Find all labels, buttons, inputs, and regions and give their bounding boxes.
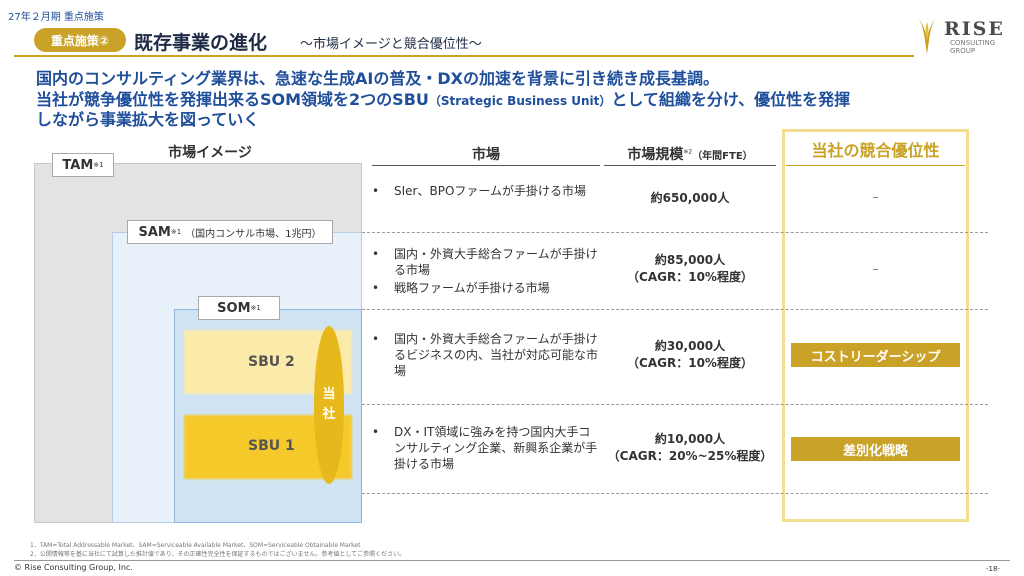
company-oval: 当 社 — [314, 326, 344, 484]
row-2-advantage: – — [872, 262, 879, 276]
row-divider — [362, 493, 988, 494]
differentiation-badge: 差別化戦略 — [791, 437, 960, 461]
row-2-market: 国内・外資大手総合ファームが手掛ける市場 戦略ファームが手掛ける市場 — [372, 246, 600, 298]
list-item: 戦略ファームが手掛ける市場 — [372, 280, 600, 296]
som-label: SOM※1 — [198, 296, 280, 320]
footnote-2: 2．公開情報等を基に当社にて試算した推計値であり、その正確性完全性を保証するもの… — [30, 551, 406, 558]
headline-line-2: 当社が競争優位性を発揮出来るSOM領域を2つのSBU（Strategic Bus… — [36, 90, 851, 109]
footer-rule — [14, 560, 1010, 561]
advantage-panel — [782, 129, 969, 522]
sbu2-label: SBU 2 — [248, 354, 295, 370]
advantage-header-rule — [786, 165, 965, 166]
copyright: © Rise Consulting Group, Inc. — [14, 563, 133, 572]
list-item: SIer、BPOファームが手掛ける市場 — [372, 183, 600, 199]
row-3-market: 国内・外資大手総合ファームが手掛けるビジネスの内、当社が対応可能な市場 — [372, 331, 600, 381]
page-number: -18- — [986, 565, 1000, 573]
market-size-header: 市場規模※2（年間FTE） — [627, 147, 753, 163]
list-item: 国内・外資大手総合ファームが手掛ける市場 — [372, 246, 600, 278]
logo-subtext: CONSULTING GROUP — [950, 39, 996, 55]
row-3-size: 約30,000人 （CAGR：10%程度） — [627, 339, 753, 370]
tam-label: TAM※1 — [52, 153, 114, 177]
period-note: 27年２月期 重点施策 — [8, 12, 104, 23]
row-1-advantage: – — [872, 190, 879, 204]
row-divider — [362, 232, 988, 233]
headline-line-1: 国内のコンサルティング業界は、急速な生成AIの普及・DXの加速を背景に引き続き成… — [36, 69, 719, 88]
row-4-market: DX・IT領域に強みを持つ国内大手コンサルティング企業、新興系企業が手掛ける市場 — [372, 424, 600, 474]
row-2-size: 約85,000人 （CAGR：10%程度） — [627, 253, 753, 284]
rise-logo-icon — [918, 18, 936, 54]
market-header: 市場 — [472, 147, 500, 163]
row-1-size: 約650,000人 — [650, 191, 730, 205]
cost-leadership-badge: コストリーダーシップ — [791, 343, 960, 367]
page-subtitle: ～市場イメージと競合優位性～ — [300, 37, 482, 52]
market-header-rule — [372, 165, 600, 166]
sam-label: SAM※1（国内コンサル市場、1兆円） — [127, 220, 333, 244]
row-divider — [362, 309, 988, 310]
list-item: 国内・外資大手総合ファームが手掛けるビジネスの内、当社が対応可能な市場 — [372, 331, 600, 379]
row-1-market: SIer、BPOファームが手掛ける市場 — [372, 183, 600, 201]
row-divider — [362, 404, 988, 405]
logo-name: RISE — [944, 18, 1005, 40]
headline-line-3: しながら事業拡大を図っていく — [36, 110, 260, 129]
list-item: DX・IT領域に強みを持つ国内大手コンサルティング企業、新興系企業が手掛ける市場 — [372, 424, 600, 472]
row-4-size: 約10,000人 （CAGR：20%~25%程度） — [607, 432, 773, 463]
sbu1-label: SBU 1 — [248, 438, 295, 454]
advantage-header: 当社の競合優位性 — [811, 141, 940, 160]
page-title: 既存事業の進化 — [134, 32, 268, 54]
priority-badge: 重点施策② — [34, 28, 126, 52]
market-size-header-rule — [604, 165, 776, 166]
market-image-header: 市場イメージ — [168, 145, 252, 161]
footnote-1: 1．TAM=Total Addressable Market、SAM=Servi… — [30, 542, 361, 549]
title-rule — [14, 55, 914, 57]
